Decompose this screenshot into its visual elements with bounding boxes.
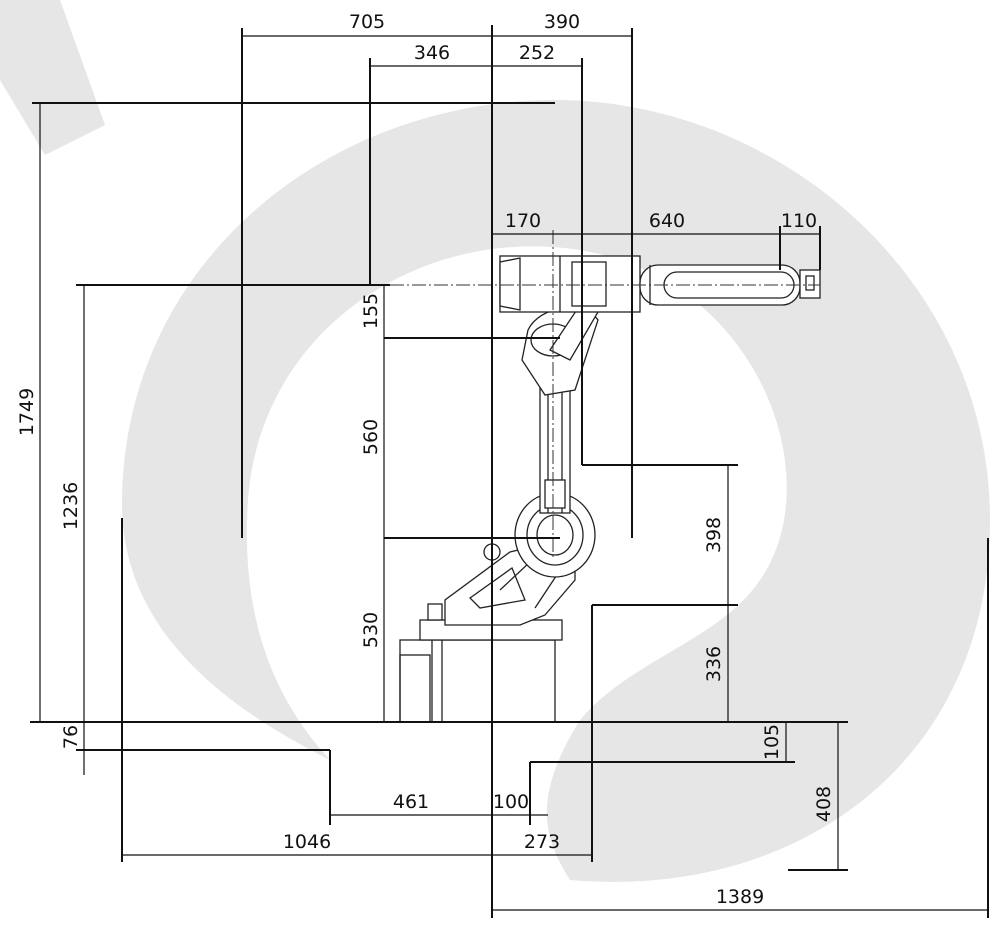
robot-base-cabinet — [399, 639, 556, 723]
extension-lines — [30, 25, 989, 918]
dim-560: 560 — [360, 419, 382, 455]
dim-273: 273 — [524, 831, 560, 853]
envelope-stripe — [0, 0, 105, 155]
dim-105: 105 — [761, 724, 783, 760]
dimension-labels: 705 390 346 252 170 640 110 1749 1236 15… — [16, 11, 835, 908]
dim-408: 408 — [813, 786, 835, 822]
dim-1389: 1389 — [716, 886, 764, 908]
dim-705: 705 — [349, 11, 385, 33]
dim-252: 252 — [519, 42, 555, 64]
dim-170: 170 — [505, 210, 541, 232]
dim-346: 346 — [414, 42, 450, 64]
dimension-lines — [39, 35, 988, 911]
dim-155: 155 — [360, 293, 382, 329]
robot-forearm-head — [499, 255, 641, 313]
dim-530: 530 — [360, 612, 382, 648]
envelope-inner-notch — [590, 520, 760, 660]
dim-336: 336 — [703, 646, 725, 682]
dim-1749: 1749 — [16, 388, 38, 436]
robot-arm — [390, 230, 821, 723]
dim-1236: 1236 — [60, 482, 82, 530]
dim-1046: 1046 — [283, 831, 331, 853]
dim-398: 398 — [703, 517, 725, 553]
dim-100: 100 — [493, 791, 529, 813]
dim-461: 461 — [393, 791, 429, 813]
dim-640: 640 — [649, 210, 685, 232]
dim-76: 76 — [60, 725, 82, 749]
dim-110: 110 — [781, 210, 817, 232]
dim-390: 390 — [544, 11, 580, 33]
